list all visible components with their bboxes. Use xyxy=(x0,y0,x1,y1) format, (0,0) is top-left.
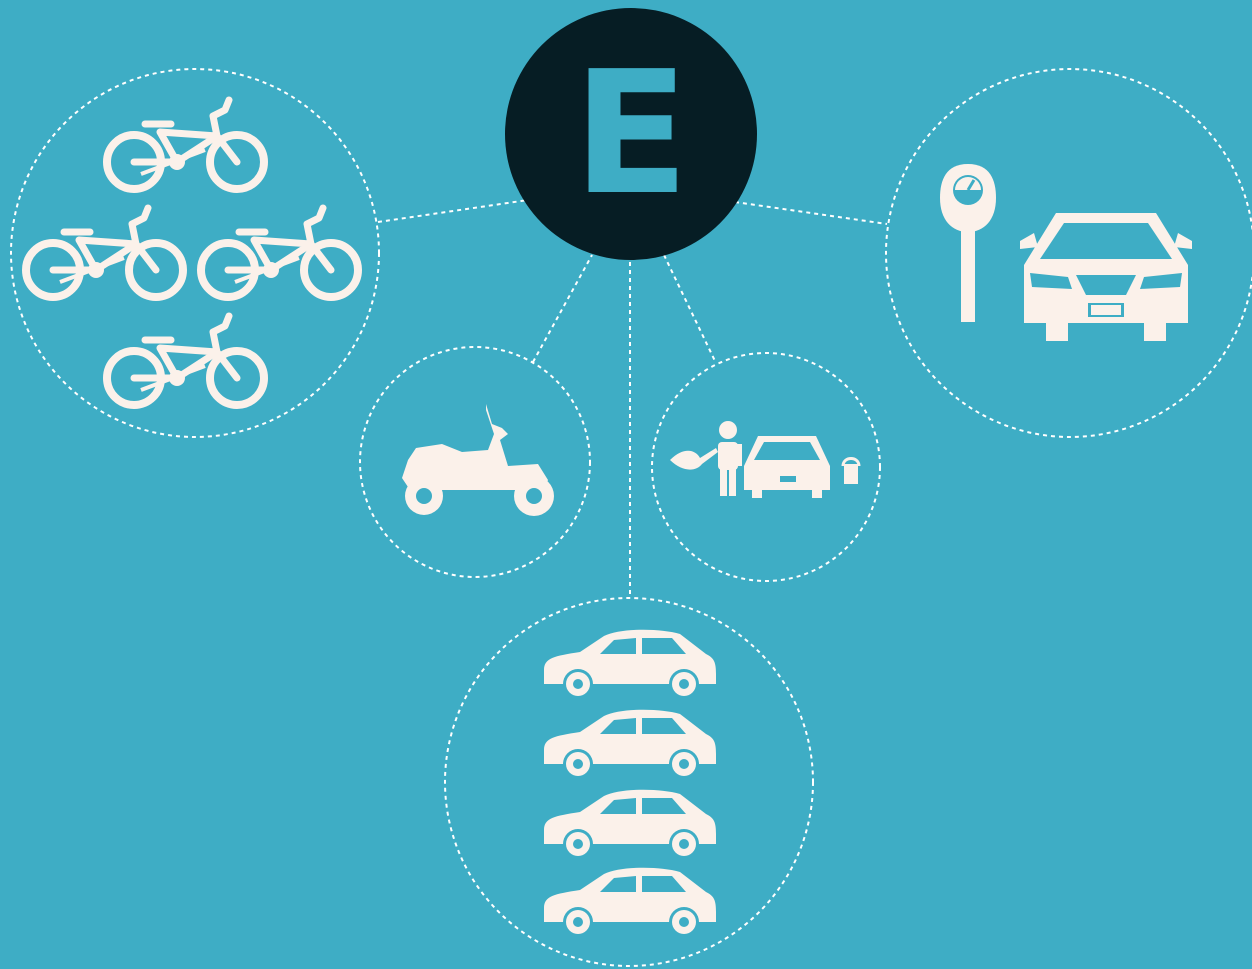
parking-meter-icon xyxy=(940,164,996,322)
node-scooter xyxy=(359,346,591,578)
node-bike-share xyxy=(10,68,380,438)
connector-lines xyxy=(377,199,888,598)
hub-circle xyxy=(505,8,757,260)
scooter-icon xyxy=(402,404,554,516)
connector-valet-service xyxy=(663,254,716,362)
car-front-icon xyxy=(1020,213,1192,341)
connector-bike-share xyxy=(377,199,529,223)
node-car-share xyxy=(444,597,814,967)
node-metered-parking xyxy=(885,68,1252,438)
node-valet-service xyxy=(651,352,881,582)
connector-metered-parking xyxy=(734,201,888,225)
valet-icon xyxy=(670,421,861,498)
